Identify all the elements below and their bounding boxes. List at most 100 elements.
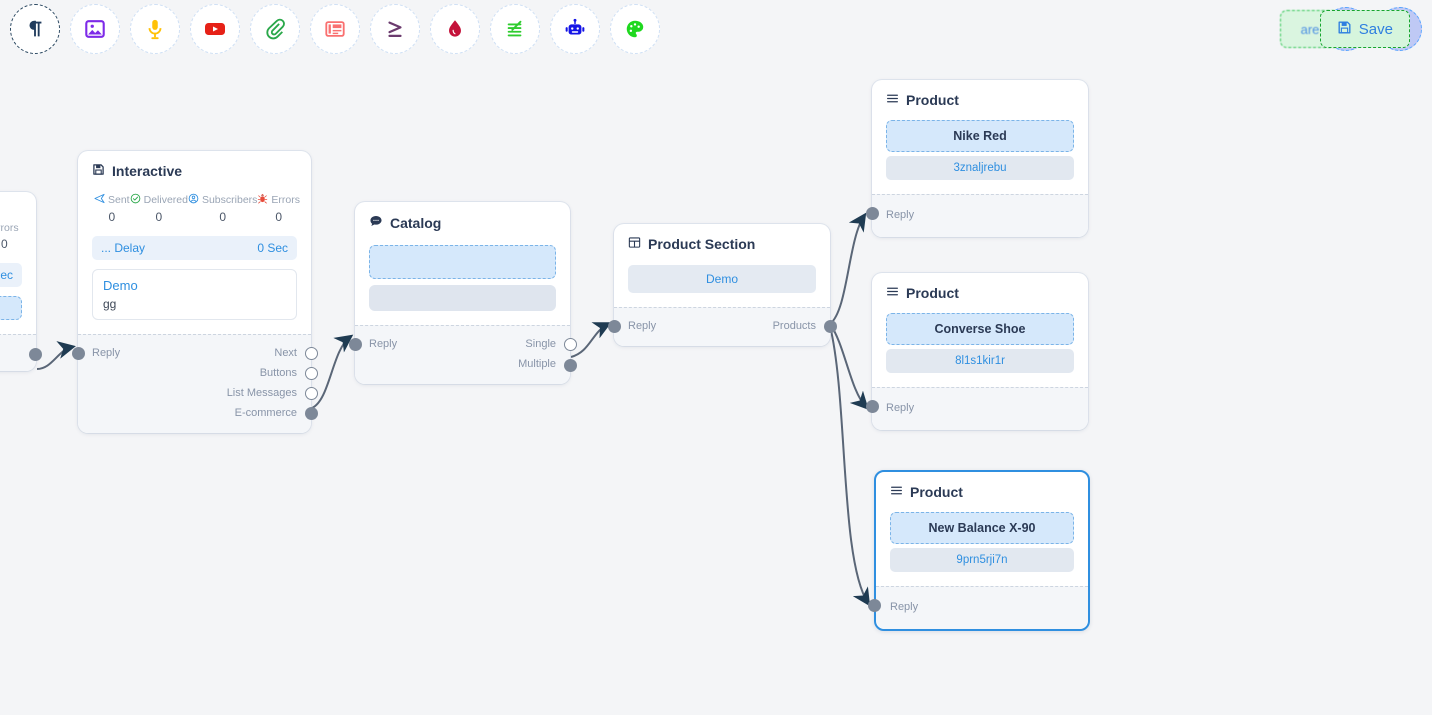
product-3-port-in-label: Reply [890,601,919,613]
partial-port-out-dot[interactable] [29,348,42,361]
catalog-title: Catalog [390,214,442,231]
product-3-name[interactable]: New Balance X-90 [890,512,1074,544]
stat-errors-value: 0 [275,210,283,224]
greater-equal-icon-button[interactable] [370,4,420,54]
port-multiple-label: Multiple [518,358,556,370]
port-buttons-dot[interactable] [305,367,318,380]
stat-errors: Errors 0 [0,222,19,251]
node-partial-left[interactable]: Errors 0 Sec essage [0,192,42,371]
floppy-disk-icon [92,163,105,179]
stat-subscribers-label: Subscribers [201,194,258,206]
node-product-2[interactable]: Product Converse Shoe 8l1s1kir1r Reply [866,273,1088,430]
stat-sent-label: Sent [108,194,130,206]
interactive-ports: Reply Next Buttons List Messages E-comme… [72,334,318,433]
stat-delivered-label: Delivered [143,194,188,206]
product-2-title-row: Product [886,285,1074,301]
node-catalog[interactable]: Catalog Reply Single Multiple [349,202,577,384]
product-2-port-in-label: Reply [886,402,915,414]
partial-ports: essage [0,334,42,371]
port-next-dot[interactable] [305,347,318,360]
send-plane-icon [94,193,105,207]
partial-errors-label: Errors [0,222,19,234]
partial-skeleton [0,296,22,320]
interactive-title: Interactive [112,163,183,179]
catalog-port-in-dot[interactable] [349,338,362,351]
catalog-skeleton-secondary [369,285,556,311]
chat-bubble-icon [369,214,383,231]
product-1-name[interactable]: Nike Red [886,120,1074,152]
microphone-icon-button[interactable] [130,4,180,54]
node-product-section[interactable]: Product Section Demo Reply Products [608,224,837,346]
product-section-ports: Reply Products [608,307,837,346]
robot-icon-button[interactable] [550,4,600,54]
port-multiple-dot[interactable] [564,359,577,372]
products-port-out-dot[interactable] [824,320,837,333]
stat-sent-value: 0 [108,210,116,224]
product-2-title: Product [906,285,959,301]
product-section-demo-button[interactable]: Demo [628,265,816,293]
product-section-port-in-dot[interactable] [608,320,621,333]
palette-icon-button[interactable] [610,4,660,54]
product-2-ports: Reply [866,387,1088,430]
delay-value: 0 Sec [257,241,288,255]
product-1-port-in-label: Reply [886,209,915,221]
youtube-icon-button[interactable] [190,4,240,54]
interactive-message-box[interactable]: Demo gg [92,269,297,320]
catalog-skeleton-primary [369,245,556,279]
product-2-port-in-dot[interactable] [866,400,879,413]
product-3-port-in-dot[interactable] [868,599,881,612]
product-3-ports: Reply [868,586,1088,629]
node-interactive[interactable]: Interactive Sent 0 [72,151,318,433]
stat-subscribers-value: 0 [219,210,227,224]
port-list-messages-dot[interactable] [305,387,318,400]
droplet-icon-button[interactable] [430,4,480,54]
product-3-title: Product [910,484,963,500]
share-label: are [1300,21,1320,37]
floppy-disk-icon [1337,20,1352,39]
interactive-port-in-dot[interactable] [72,347,85,360]
port-next-label: Next [274,347,297,359]
stat-delivered: Delivered 0 [130,193,188,224]
paperclip-icon-button[interactable] [250,4,300,54]
node-product-3[interactable]: Product New Balance X-90 9prn5rji7n Repl… [868,470,1090,631]
product-section-port-out-label: Products [772,320,816,332]
check-circle-icon [130,193,141,207]
message-title: Demo [103,278,138,293]
partial-delay-row[interactable]: Sec [0,263,22,287]
interactive-delay-row[interactable]: ... Delay 0 Sec [92,236,297,260]
save-button[interactable]: Save [1319,10,1410,48]
product-1-sku[interactable]: 3znaljrebu [886,156,1074,180]
product-3-title-row: Product [890,484,1074,500]
save-label: Save [1358,20,1393,38]
product-section-title: Product Section [648,236,756,252]
partial-errors-value: 0 [0,237,8,251]
product-1-ports: Reply [866,194,1088,237]
partial-delay-value: Sec [0,268,13,282]
product-1-port-in-dot[interactable] [866,207,879,220]
canvas-controls[interactable] [246,0,1432,58]
port-single-label: Single [525,338,556,350]
list-icon-button[interactable] [490,4,540,54]
image-icon-button[interactable] [70,4,120,54]
stat-delivered-value: 0 [155,210,163,224]
product-1-title: Product [906,92,959,108]
port-ecommerce-dot[interactable] [305,407,318,420]
product-2-sku[interactable]: 8l1s1kir1r [886,349,1074,373]
port-list-messages-label: List Messages [226,387,297,399]
hamburger-icon [886,285,899,301]
news-icon-button[interactable] [310,4,360,54]
catalog-ports: Reply Single Multiple [349,325,577,384]
node-type-toolbar[interactable] [0,0,660,58]
stat-errors: Errors 0 [257,193,300,224]
product-3-sku[interactable]: 9prn5rji7n [890,548,1074,572]
paragraph-icon-button[interactable] [10,4,60,54]
product-section-port-in-label: Reply [628,320,657,332]
product-1-title-row: Product [886,92,1074,108]
product-2-name[interactable]: Converse Shoe [886,313,1074,345]
catalog-title-row: Catalog [369,214,556,231]
message-body: gg [103,297,117,311]
node-product-1[interactable]: Product Nike Red 3znaljrebu Reply [866,80,1088,237]
user-circle-icon [188,193,199,207]
port-single-dot[interactable] [564,338,577,351]
